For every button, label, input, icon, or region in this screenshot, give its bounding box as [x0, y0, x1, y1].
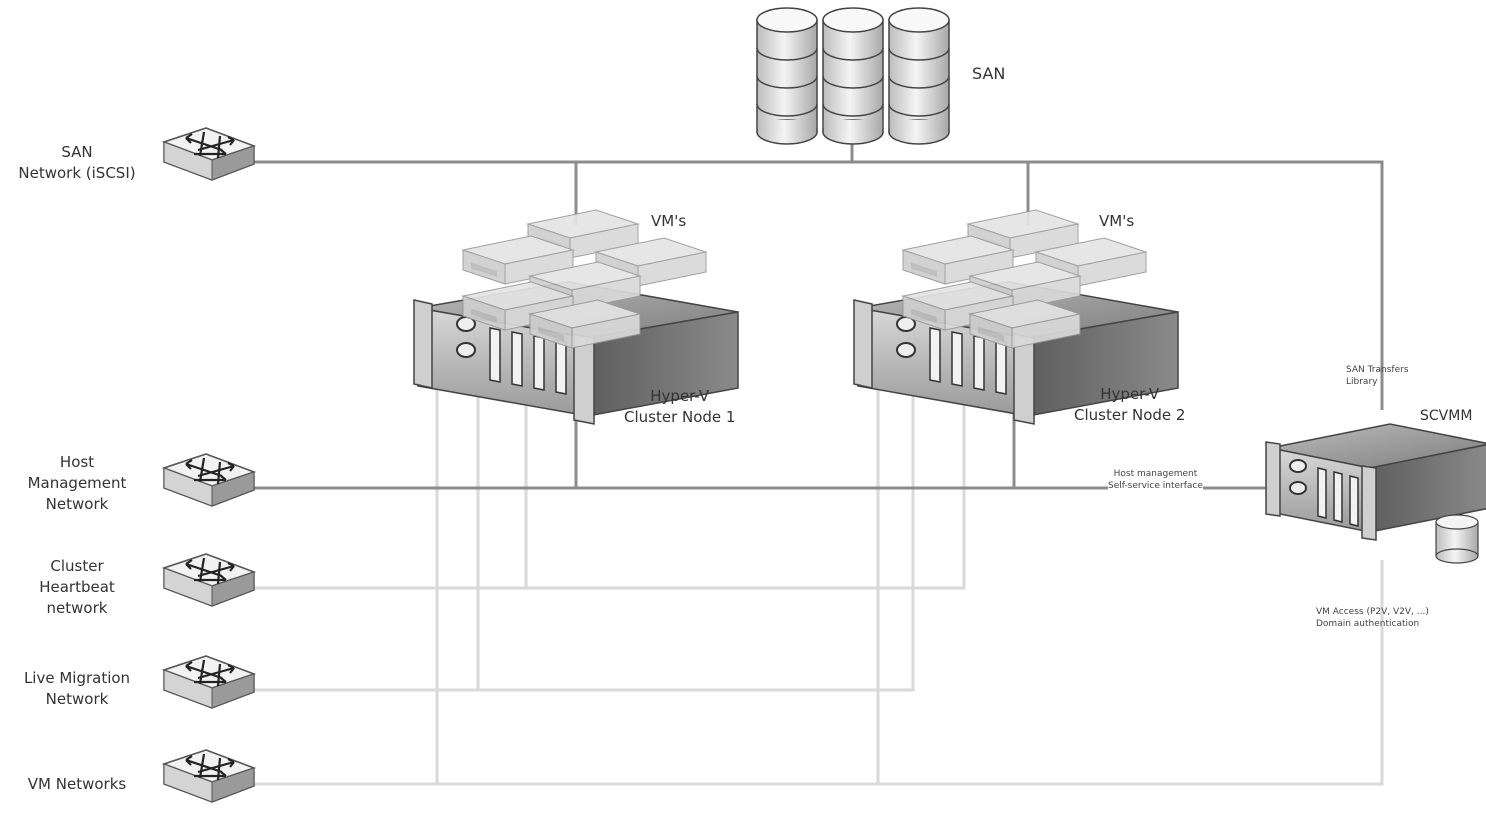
- switch-icon: [162, 552, 256, 608]
- light-wires: [250, 345, 1384, 786]
- scvmm-label: SCVMM: [1420, 408, 1473, 424]
- node1-vms-label: VM's: [651, 212, 687, 230]
- wire-migration: [250, 345, 915, 692]
- switch-icon: [162, 654, 256, 710]
- wire-vm: [250, 560, 1384, 786]
- san-storage: [756, 7, 950, 145]
- wire-heartbeat: [250, 345, 966, 590]
- node2-vms-label: VM's: [1099, 212, 1135, 230]
- wire-san: [250, 160, 1384, 410]
- network-switches: [162, 126, 256, 804]
- scvmm-vm-access-label: VM Access (P2V, V2V, ...)Domain authenti…: [1316, 607, 1429, 629]
- scvmm-server: [1265, 423, 1486, 564]
- switch-icon: [162, 126, 256, 182]
- switch-icon: [162, 452, 256, 508]
- switch-icon: [162, 748, 256, 804]
- san-label: SAN: [972, 64, 1006, 83]
- network-label-vm: VM Networks: [27, 775, 127, 793]
